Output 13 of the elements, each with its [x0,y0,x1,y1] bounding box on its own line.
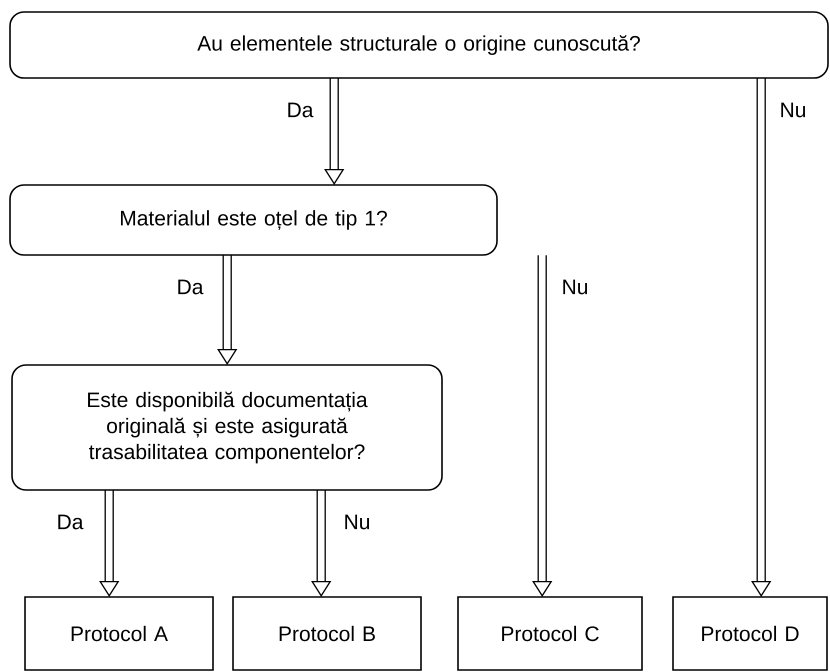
question-box: Materialul este oțel de tip 1? [9,184,498,256]
question-box: Au elementele structurale o origine cunoscută? [9,11,829,79]
result-box: Protocol B [232,596,422,671]
edge-label: Da [178,280,204,294]
result-box: Protocol C [457,596,643,671]
result-box: Protocol A [24,596,214,671]
edge-label: Da [288,102,314,118]
edge-label: Nu [781,102,806,118]
edge-label: Nu [563,280,588,294]
question-box: Este disponibilă documentația originală și este asigurată trasabilitatea componentelor? [11,364,443,491]
edge-label: Nu [345,514,370,530]
result-box: Protocol D [672,596,828,671]
edge-label: Da [58,514,84,530]
